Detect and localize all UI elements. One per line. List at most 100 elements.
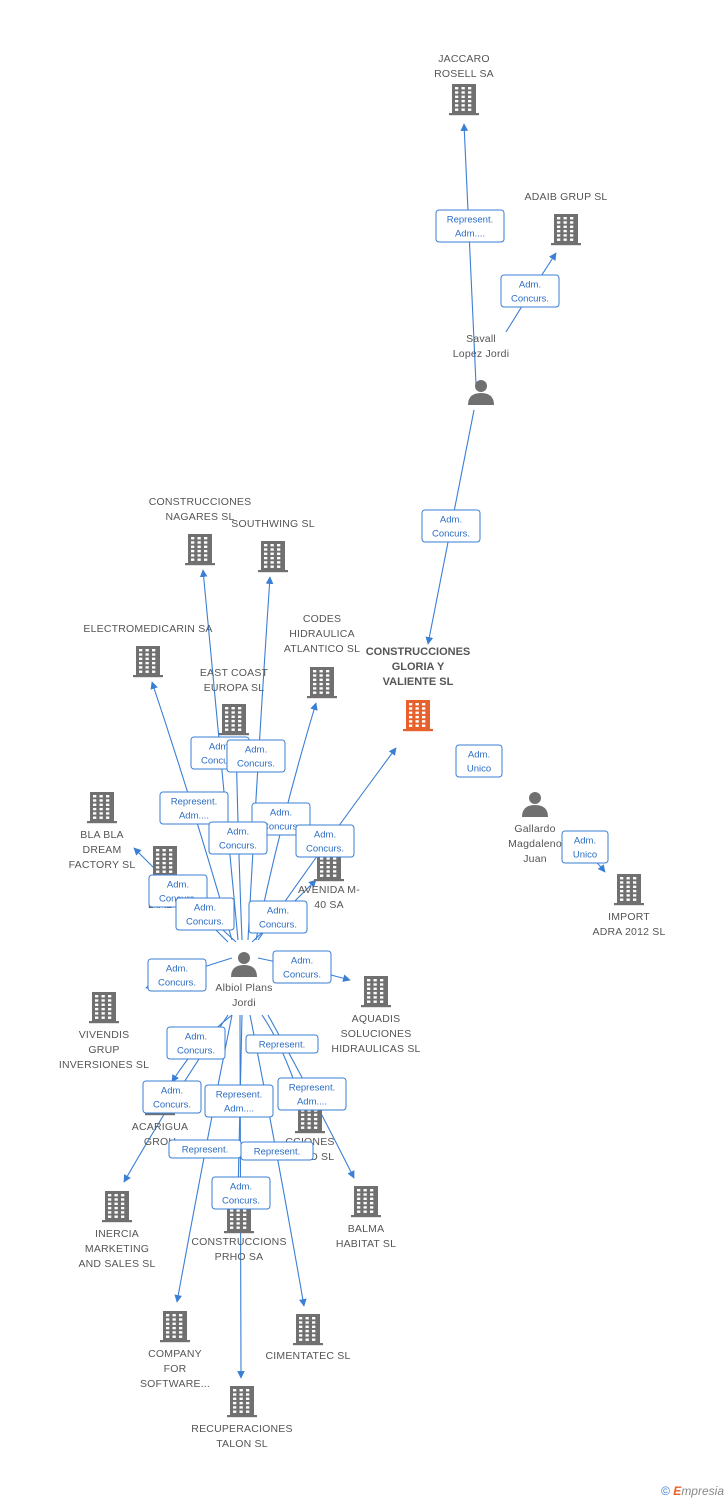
relation-label[interactable]: Adm.Concurs. (500, 274, 560, 308)
node-label: SOUTHWING SL (231, 518, 315, 530)
company-node-balma[interactable]: BALMA HABITAT SL (336, 1186, 396, 1250)
relation-label[interactable]: Represent. (240, 1141, 314, 1161)
relation-text: Adm. (468, 750, 490, 761)
relation-label[interactable]: Adm.Concurs. (295, 824, 355, 858)
relation-label[interactable]: Represent. (245, 1034, 319, 1054)
node-label: Jordi (232, 997, 256, 1009)
company-node-adaib[interactable]: ADAIB GRUP SL (525, 191, 608, 246)
building-icon (87, 792, 117, 824)
node-label: COMPANY (148, 1348, 202, 1360)
relation-text: Adm. (519, 280, 541, 291)
relation-text: Concurs. (432, 529, 470, 540)
node-label: MARKETING (85, 1243, 149, 1255)
node-label: HABITAT SL (336, 1238, 396, 1250)
relation-box (175, 897, 235, 931)
relation-label[interactable]: Represent. (168, 1139, 242, 1159)
relation-box (421, 509, 481, 543)
relation-box (272, 950, 332, 984)
relation-text: Adm. (230, 1182, 252, 1193)
relation-label[interactable]: Adm.Concurs. (147, 958, 207, 992)
relation-text: Adm. (167, 880, 189, 891)
company-node-southwing[interactable]: SOUTHWING SL (231, 518, 315, 573)
relation-text: Concurs. (153, 1100, 191, 1111)
node-label: DREAM (83, 844, 122, 856)
relation-text: Adm. (166, 964, 188, 975)
company-node-electromedicarin[interactable]: ELECTROMEDICARIN SA (83, 623, 212, 678)
node-label: GLORIA Y (392, 661, 445, 673)
relation-text: Concurs. (283, 970, 321, 981)
node-label: INERCIA (95, 1228, 139, 1240)
company-node-avenida[interactable]: AVENIDA M-40 SA (298, 850, 360, 911)
person-icon (468, 380, 494, 405)
relation-label[interactable]: Adm.Concurs. (208, 821, 268, 855)
relation-label[interactable]: Adm.Unico (561, 830, 609, 864)
relation-text: Represent. (259, 1040, 305, 1051)
relation-box (226, 739, 286, 773)
person-icon (522, 792, 548, 817)
relation-text: Concurs. (262, 822, 300, 833)
relation-label[interactable]: Represent.Adm.... (435, 209, 505, 243)
node-label: CONSTRUCCIONES (149, 496, 252, 508)
relation-box (561, 830, 609, 864)
relation-box (166, 1026, 226, 1060)
company-node-company_for[interactable]: COMPANYFORSOFTWARE... (140, 1311, 210, 1390)
relation-text: Adm. (291, 956, 313, 967)
node-label: 40 SA (314, 899, 344, 911)
relation-text: Represent. (447, 215, 493, 226)
relation-text: Adm. (161, 1086, 183, 1097)
relation-label[interactable]: Adm. Concurs. (272, 950, 332, 984)
relation-label[interactable]: Represent.Adm.... (277, 1077, 347, 1111)
relation-text: Unico (573, 850, 597, 861)
relation-label[interactable]: Adm.Concurs. (421, 509, 481, 543)
building-icon (449, 84, 479, 116)
company-node-jaccaro[interactable]: JACCARO ROSELL SA (434, 53, 494, 116)
relation-label[interactable]: Adm.Concurs. (211, 1176, 271, 1210)
edge-savall-jaccaro (460, 123, 477, 385)
relation-box (240, 1141, 314, 1161)
relation-box (277, 1077, 347, 1111)
company-node-construcciones_nagares[interactable]: CONSTRUCCIONES NAGARES SL (149, 496, 252, 566)
person-icon (231, 952, 257, 977)
node-label: PRHO SA (215, 1251, 264, 1263)
relation-text: Concurs. (306, 844, 344, 855)
node-label: GROU (144, 1136, 176, 1148)
relation-text: Represent. (182, 1145, 228, 1156)
company-node-cimentatec[interactable]: CIMENTATEC SL (265, 1314, 350, 1362)
relation-label[interactable]: Represent.Adm.... (159, 791, 229, 825)
node-label: EAST COAST (200, 667, 269, 679)
relation-box (204, 1084, 274, 1118)
node-label: EUROPA SL (204, 682, 265, 694)
node-label: VALIENTE SL (383, 676, 454, 688)
node-label: NAGARES SL (165, 511, 234, 523)
relation-text: Concurs. (259, 920, 297, 931)
building-icon (258, 541, 288, 573)
relation-label[interactable]: Adm.Concurs. (166, 1026, 226, 1060)
node-label: ROSELL SA (434, 68, 494, 80)
company-node-east_coast[interactable]: EAST COAST EUROPA SL (200, 667, 269, 736)
node-label: CODES (303, 613, 341, 625)
relation-text: Adm. (227, 827, 249, 838)
relation-label[interactable]: Adm.Concurs. (248, 900, 308, 934)
relation-box (500, 274, 560, 308)
relation-box (142, 1080, 202, 1114)
node-label: BALMA (348, 1223, 385, 1235)
relation-text: Adm. (185, 1032, 207, 1043)
relation-label[interactable]: Represent.Adm.... (204, 1084, 274, 1118)
relation-label[interactable]: Adm.Concurs. (175, 897, 235, 931)
relation-label[interactable]: Adm. Concurs. (142, 1080, 202, 1114)
node-label: JACCARO (438, 53, 490, 65)
relation-label[interactable]: Adm.Concurs. (226, 739, 286, 773)
relation-label[interactable]: Adm.Unico (455, 744, 503, 778)
